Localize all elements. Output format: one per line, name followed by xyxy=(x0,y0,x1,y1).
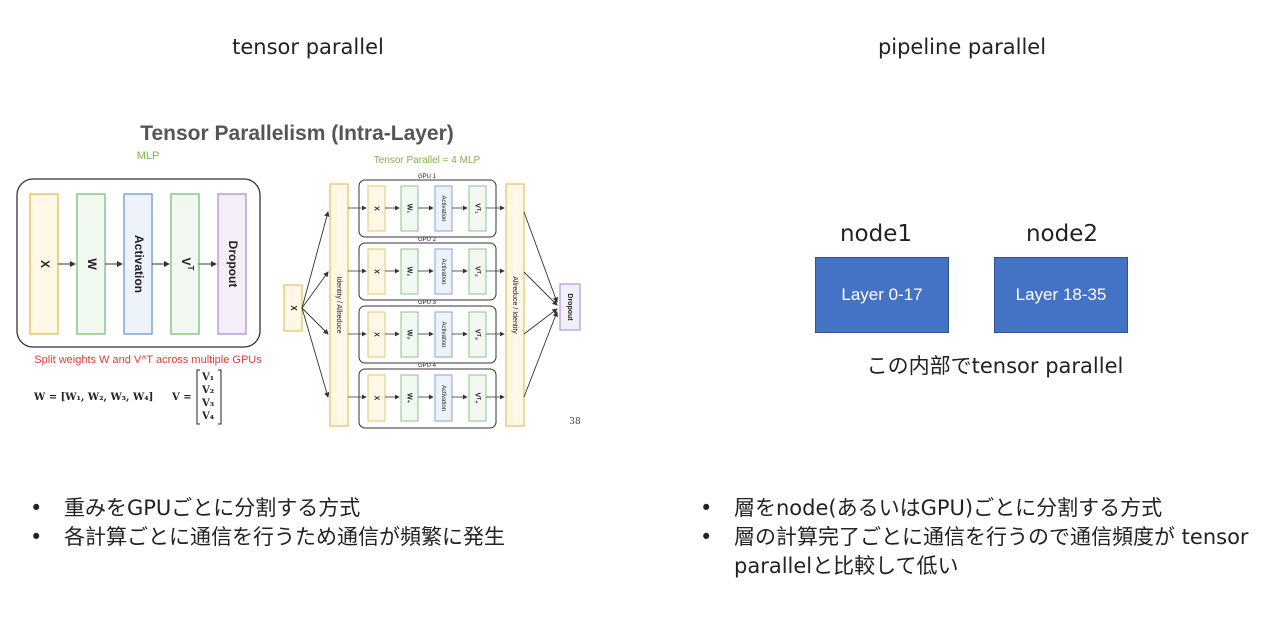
identity-allreduce-label: Identity / Allreduce xyxy=(335,276,342,333)
gpu-1-label: GPU 1 xyxy=(418,174,437,180)
v-entry-2: V₂ xyxy=(201,385,214,396)
bullet-item: 各計算ごとに通信を行うため通信が頻繁に発生 xyxy=(30,523,650,552)
allreduce-identity-bar xyxy=(505,183,525,427)
node1-label: node1 xyxy=(839,221,913,247)
pipeline-parallel-bullets: 層をnode(あるいはGPU)ごとに分割する方式 層の計算完了ごとに通信を行うの… xyxy=(700,494,1260,581)
bullet-item: 層をnode(あるいはGPU)ごとに分割する方式 xyxy=(700,494,1260,523)
tensor-parallel-bullets: 重みをGPUごとに分割する方式 各計算ごとに通信を行うため通信が頻繁に発生 xyxy=(30,494,650,552)
gpu-2-activation: Activation xyxy=(440,258,446,284)
tp-dropout-label: Dropout xyxy=(566,293,573,321)
gpu-4-activation: Activation xyxy=(440,385,446,411)
gpu-1-activation: Activation xyxy=(440,195,446,221)
split-note: Split weights W and V^T across multiple … xyxy=(34,354,262,366)
bullet-item: 重みをGPUごとに分割する方式 xyxy=(30,494,650,523)
inner-tensor-parallel-note: この内部でtensor parallel xyxy=(866,354,1124,378)
identity-allreduce-bar xyxy=(329,183,349,427)
v-entry-4: V₄ xyxy=(201,411,215,422)
gpu-row-2: GPU 2 X W₂ Activation Vᵀ₂ xyxy=(348,237,505,301)
node2-label: node2 xyxy=(1025,221,1099,247)
mlp-dropout-label: Dropout xyxy=(226,241,240,288)
gpu-3-label: GPU 3 xyxy=(418,300,437,306)
gpu-4-x: X xyxy=(373,396,380,401)
gpu-3-vt: Vᵀ₃ xyxy=(474,329,481,340)
mlp-block-x xyxy=(29,193,59,335)
layer-box-node1: Layer 0-17 xyxy=(815,257,949,333)
layer-box-node2: Layer 18-35 xyxy=(994,257,1128,333)
heading-pipeline-parallel: pipeline parallel xyxy=(877,35,1047,59)
page-number: 38 xyxy=(569,417,581,427)
mlp-vt-label: VT xyxy=(179,258,195,271)
v-equation-lhs: V = xyxy=(171,392,192,403)
gpu-row-1: GPU 1 X W₁ Activation Vᵀ₁ xyxy=(348,174,505,238)
gpu-4-label: GPU 4 xyxy=(418,363,437,369)
gpu-3-w: W₃ xyxy=(406,330,413,340)
tp-label: Tensor Parallel = 4 MLP xyxy=(374,155,481,166)
gpu-4-w: W₄ xyxy=(406,393,413,403)
bullet-item: 層の計算完了ごとに通信を行うので通信頻度が tensor parallelと比較… xyxy=(700,523,1260,581)
gpu-4-vt: Vᵀ₄ xyxy=(474,392,481,403)
gpu-2-w: W₂ xyxy=(406,267,413,277)
tensor-parallel-figure: Tensor Parallelism (Intra-Layer) MLP Ten… xyxy=(16,122,581,429)
gpu-1-w: W₁ xyxy=(406,204,413,214)
mlp-label: MLP xyxy=(137,150,160,162)
gpu-2-label: GPU 2 xyxy=(418,237,437,243)
v-entry-3: V₃ xyxy=(201,398,214,409)
gpu-row-3: GPU 3 X W₃ Activation Vᵀ₃ xyxy=(348,300,505,364)
mlp-w-label: W xyxy=(85,258,99,270)
mlp-box xyxy=(16,178,261,348)
mlp-block-vt xyxy=(170,193,200,335)
tp-input-x-label: X xyxy=(289,305,298,311)
gpu-2-x: X xyxy=(373,269,380,274)
heading-tensor-parallel: tensor parallel xyxy=(232,35,384,59)
gpu-1-x: X xyxy=(373,206,380,211)
mlp-x-label: X xyxy=(38,260,52,268)
w-equation: W = [W₁, W₂, W₃, W₄] xyxy=(33,392,153,403)
mlp-activation-label: Activation xyxy=(132,235,146,293)
tp-dropout xyxy=(559,283,581,331)
mlp-block-dropout xyxy=(217,193,247,335)
gpu-2-vt: Vᵀ₂ xyxy=(474,266,481,277)
allreduce-identity-label: Allreduce / Identity xyxy=(511,276,518,334)
figure-title: Tensor Parallelism (Intra-Layer) xyxy=(140,122,454,145)
gpu-row-4: GPU 4 X W₄ Activation Vᵀ₄ xyxy=(348,363,505,429)
gpu-3-activation: Activation xyxy=(440,321,446,347)
mlp-block-w xyxy=(76,193,106,335)
gpu-3-x: X xyxy=(373,332,380,337)
v-entry-1: V₁ xyxy=(201,372,214,383)
gpu-1-vt: Vᵀ₁ xyxy=(474,203,481,214)
